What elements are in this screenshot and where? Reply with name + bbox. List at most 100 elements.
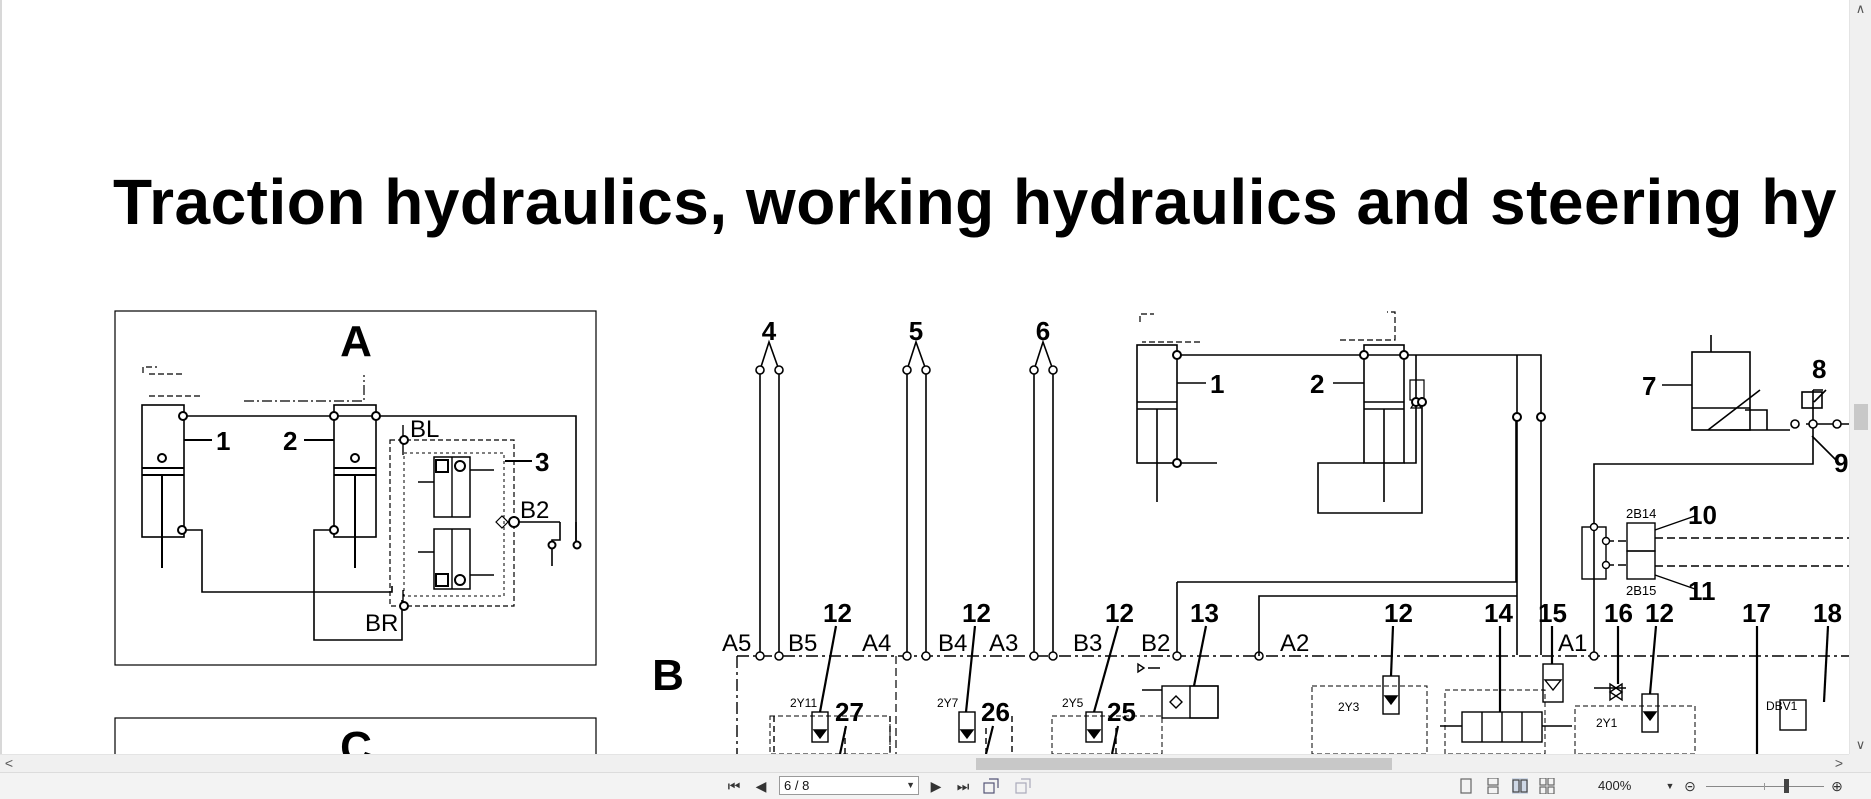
port-b3: B3 xyxy=(1073,630,1102,657)
first-page-icon[interactable]: ⏮ xyxy=(727,778,741,794)
callout-17: 17 xyxy=(1742,598,1771,628)
boundary-junctions xyxy=(755,651,1599,661)
single-page-icon[interactable] xyxy=(1458,778,1474,794)
continuous-facing-icon[interactable] xyxy=(1539,778,1555,794)
callout-18: 18 xyxy=(1813,598,1842,628)
port-a2: A2 xyxy=(1280,630,1309,657)
callout-12-e: 12 xyxy=(1645,598,1674,628)
port-a5: A5 xyxy=(722,630,751,657)
zoom-slider[interactable] xyxy=(1706,786,1824,787)
scroll-down-icon[interactable]: ∨ xyxy=(1855,737,1866,752)
line-pair-5 xyxy=(902,339,931,656)
valve-label-2y5: 2Y5 xyxy=(1062,696,1084,710)
prev-page-icon[interactable]: ◀ xyxy=(755,778,767,794)
line-number-4: 4 xyxy=(762,316,777,346)
line-number-5: 5 xyxy=(909,316,923,346)
document-viewport[interactable]: Traction hydraulics, working hydraulics … xyxy=(0,0,1849,754)
port-a1: A1 xyxy=(1558,630,1587,657)
next-view-icon[interactable] xyxy=(1015,778,1031,794)
main-callout-2: 2 xyxy=(1310,369,1324,399)
inset-c-frame xyxy=(114,717,597,754)
scroll-left-icon[interactable]: < xyxy=(4,755,14,771)
callout-16: 16 xyxy=(1604,598,1633,628)
valve-label-2y3: 2Y3 xyxy=(1338,700,1360,714)
page-dropdown-icon[interactable]: ▼ xyxy=(906,780,915,790)
zoom-in-icon[interactable]: ⊕ xyxy=(1831,778,1843,794)
page-edge xyxy=(0,0,2,754)
valve-label-2y1: 2Y1 xyxy=(1596,716,1618,730)
facing-icon[interactable] xyxy=(1512,778,1528,794)
callout-13: 13 xyxy=(1190,598,1219,628)
callout-25: 25 xyxy=(1107,697,1136,727)
valves-below xyxy=(769,662,1807,754)
next-page-icon[interactable]: ▶ xyxy=(930,778,942,794)
zoom-out-icon[interactable]: ⊝ xyxy=(1684,778,1696,794)
inset-a-valve-block xyxy=(389,439,515,607)
inset-a-label: A xyxy=(340,317,372,366)
inset-a-port-br: BR xyxy=(365,610,398,637)
sensor-label-2b14: 2B14 xyxy=(1626,506,1656,521)
main-callout-7: 7 xyxy=(1642,371,1656,401)
page-indicator: 6 / 8 xyxy=(784,778,810,793)
inset-a-cylinder-2 xyxy=(244,375,377,568)
horizontal-scrollbar[interactable]: < > xyxy=(0,754,1849,772)
port-b2: B2 xyxy=(1141,630,1170,657)
main-cylinder-1 xyxy=(1136,313,1206,502)
callout-27: 27 xyxy=(835,697,864,727)
status-bar: ⏮ ◀ 6 / 8 ▼ ▶ ⏭ 400% ▼ ⊝ ⊕ xyxy=(0,772,1871,799)
document-title: Traction hydraulics, working hydraulics … xyxy=(113,166,1837,238)
inset-a-cylinder-1 xyxy=(141,366,212,568)
callout-14: 14 xyxy=(1484,598,1513,628)
component-8 xyxy=(1707,389,1849,465)
horizontal-scroll-thumb[interactable] xyxy=(976,758,1392,770)
main-callout-10: 10 xyxy=(1688,500,1717,530)
callout-26: 26 xyxy=(981,697,1010,727)
inset-c-label: C xyxy=(340,723,372,754)
main-cylinder-2 xyxy=(1333,311,1405,502)
zoom-slider-tick xyxy=(1764,783,1765,790)
callout-15: 15 xyxy=(1538,598,1567,628)
sensor-label-2b15: 2B15 xyxy=(1626,583,1656,598)
inset-a-frame xyxy=(114,310,597,666)
callout-12-d: 12 xyxy=(1384,598,1413,628)
inset-a-callout-2: 2 xyxy=(283,426,297,456)
vertical-scrollbar[interactable]: ∧ ∨ xyxy=(1849,0,1871,754)
zoom-level[interactable]: 400% xyxy=(1598,778,1632,793)
main-callout-1: 1 xyxy=(1210,369,1224,399)
line-pair-6 xyxy=(1029,339,1058,656)
port-a4: A4 xyxy=(862,630,891,657)
scroll-right-icon[interactable]: > xyxy=(1834,755,1844,771)
port-b4: B4 xyxy=(938,630,967,657)
inset-a-callout-3: 3 xyxy=(535,447,549,477)
inset-a-port-b2: B2 xyxy=(520,497,549,524)
scrollbar-corner xyxy=(1849,754,1871,772)
port-a3: A3 xyxy=(989,630,1018,657)
inset-a-callout-1: 1 xyxy=(216,426,230,456)
callout-12-b: 12 xyxy=(962,598,991,628)
callout-leaders xyxy=(818,625,1830,754)
scroll-up-icon[interactable]: ∧ xyxy=(1855,1,1866,16)
main-callout-11: 11 xyxy=(1688,576,1716,606)
callout-12-a: 12 xyxy=(823,598,852,628)
valve-label-2y7: 2Y7 xyxy=(937,696,959,710)
page-number-field[interactable]: 6 / 8 ▼ xyxy=(779,776,919,795)
prev-view-icon[interactable] xyxy=(983,778,999,794)
port-b5: B5 xyxy=(788,630,817,657)
continuous-icon[interactable] xyxy=(1485,778,1501,794)
section-b-label: B xyxy=(652,651,684,700)
valve-label-dbv1: DBV1 xyxy=(1766,699,1798,713)
line-pair-4 xyxy=(755,339,784,656)
main-callout-9: 9 xyxy=(1834,448,1848,478)
line-number-6: 6 xyxy=(1036,316,1050,346)
component-7 xyxy=(1662,335,1790,431)
callout-12-c: 12 xyxy=(1105,598,1134,628)
vertical-scroll-thumb[interactable] xyxy=(1854,404,1868,430)
inset-a-port-bl: BL xyxy=(410,416,439,443)
zoom-dropdown-icon[interactable]: ▼ xyxy=(1665,781,1675,791)
pressure-sensors xyxy=(1581,515,1849,590)
last-page-icon[interactable]: ⏭ xyxy=(956,778,970,794)
hydraulic-diagram: A 1 2 xyxy=(114,310,1849,754)
main-callout-8: 8 xyxy=(1812,354,1826,384)
valve-label-2y11: 2Y11 xyxy=(790,696,817,710)
zoom-slider-thumb[interactable] xyxy=(1784,779,1789,793)
